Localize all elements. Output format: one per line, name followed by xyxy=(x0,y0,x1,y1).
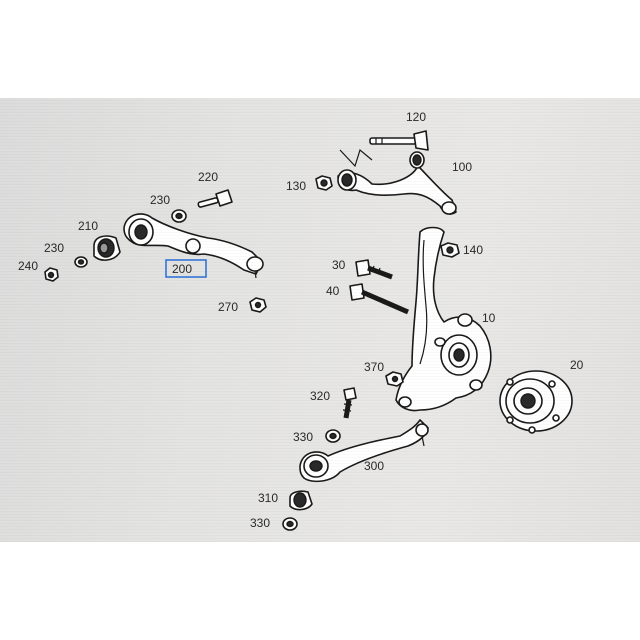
callout-330-mid: 330 xyxy=(293,430,313,444)
part-310-bushing xyxy=(289,490,313,511)
part-220-bolt xyxy=(197,189,233,208)
diagram-screen: 120 100 130 220 230 xyxy=(0,98,640,542)
part-270-nut xyxy=(249,297,267,313)
callout-130: 130 xyxy=(286,179,306,193)
part-100-upper-arm xyxy=(337,148,457,215)
part-10-knuckle xyxy=(395,226,492,412)
part-210-bushing xyxy=(93,235,121,261)
callout-330-bottom: 330 xyxy=(250,516,270,530)
part-200-lower-arm xyxy=(123,213,264,279)
part-230-washer-left xyxy=(74,256,88,268)
callout-220: 220 xyxy=(198,170,218,184)
part-20-wheel-hub xyxy=(499,370,573,434)
callout-230-top: 230 xyxy=(150,193,170,207)
callout-200-box xyxy=(165,259,207,278)
callout-320: 320 xyxy=(310,389,330,403)
callout-270: 270 xyxy=(218,300,238,314)
callout-200: 200 xyxy=(172,262,192,276)
part-320-bolt xyxy=(342,387,357,419)
callout-40: 40 xyxy=(326,284,340,298)
callout-20: 20 xyxy=(570,358,584,372)
callout-240: 240 xyxy=(18,259,38,273)
part-120-bolt xyxy=(369,130,429,151)
callout-310: 310 xyxy=(258,491,278,505)
part-240-nut xyxy=(44,267,59,282)
callout-120: 120 xyxy=(406,110,426,124)
callout-210: 210 xyxy=(78,219,98,233)
part-370-nut xyxy=(385,371,404,387)
callout-140: 140 xyxy=(463,243,483,257)
part-40-bolt xyxy=(349,283,409,315)
callout-300: 300 xyxy=(364,459,384,473)
callout-100: 100 xyxy=(452,160,472,174)
callout-370: 370 xyxy=(364,360,384,374)
part-230-washer-top xyxy=(171,209,187,223)
part-330-washer-mid xyxy=(325,429,341,443)
part-300-strut xyxy=(299,419,429,483)
callout-10: 10 xyxy=(482,311,496,325)
part-30-bolt xyxy=(355,259,393,280)
suspension-parts-diagram: 120 100 130 220 230 xyxy=(18,110,584,531)
part-130-nut xyxy=(315,175,333,191)
part-330-washer-bottom xyxy=(282,517,298,531)
part-140-nut xyxy=(440,242,460,258)
callout-30: 30 xyxy=(332,258,346,272)
callout-230-left: 230 xyxy=(44,241,64,255)
